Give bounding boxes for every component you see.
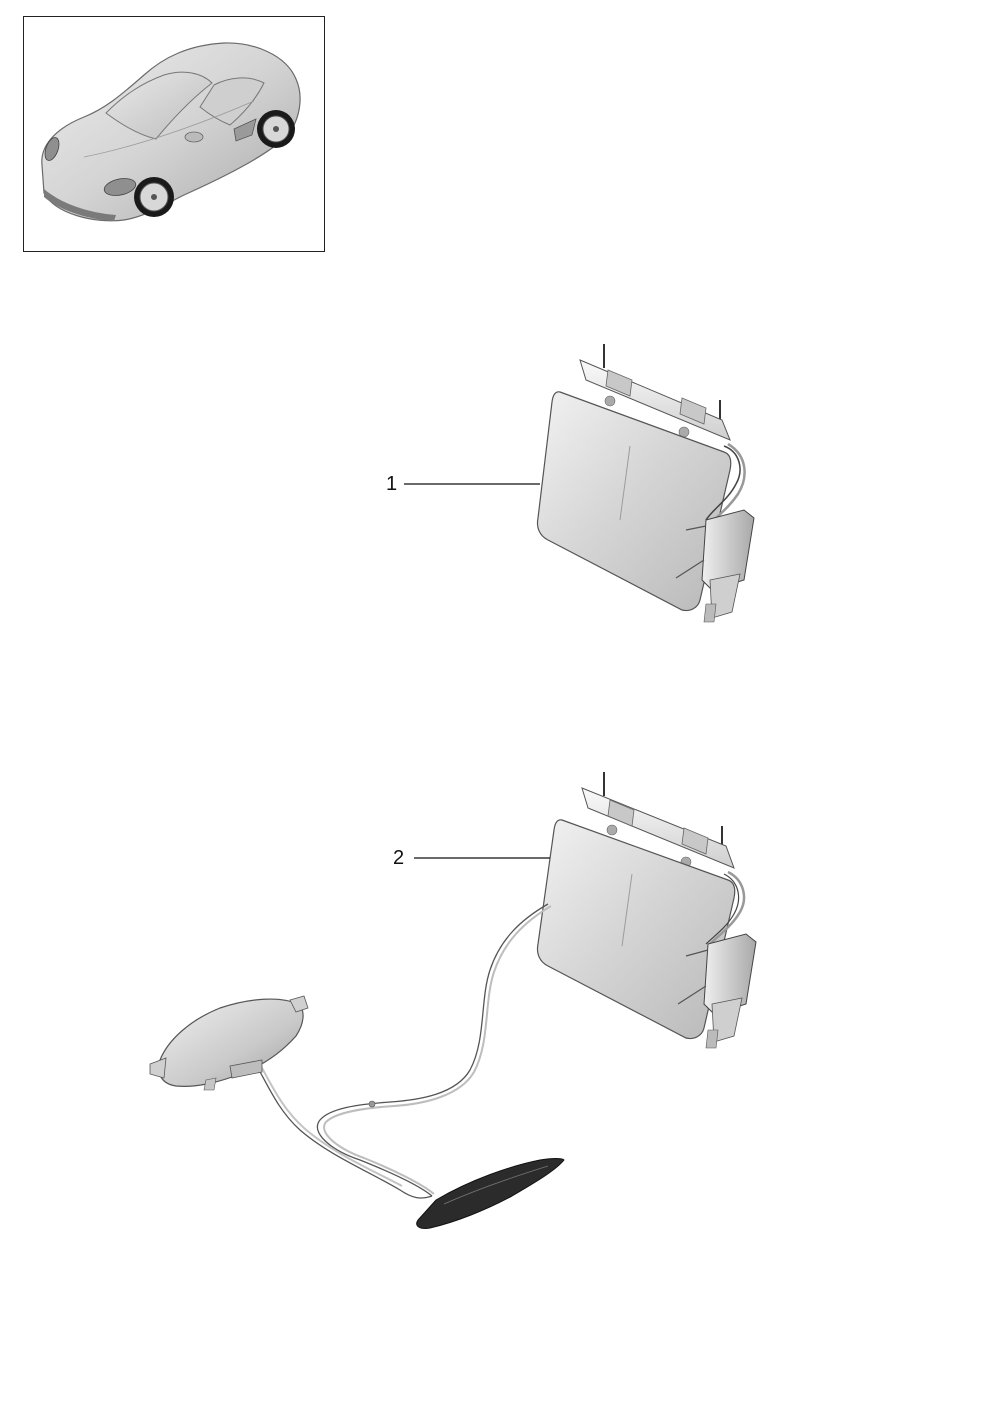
callout-number-2: 2 [393, 847, 405, 869]
vehicle-thumbnail-frame [23, 16, 325, 252]
part-1-seat-pad-assembly [536, 344, 755, 623]
vehicle-illustration [41, 42, 301, 222]
callout-number-1: 1 [386, 473, 398, 495]
part-2-seat-pad-assembly-with-airbag [149, 772, 757, 1229]
